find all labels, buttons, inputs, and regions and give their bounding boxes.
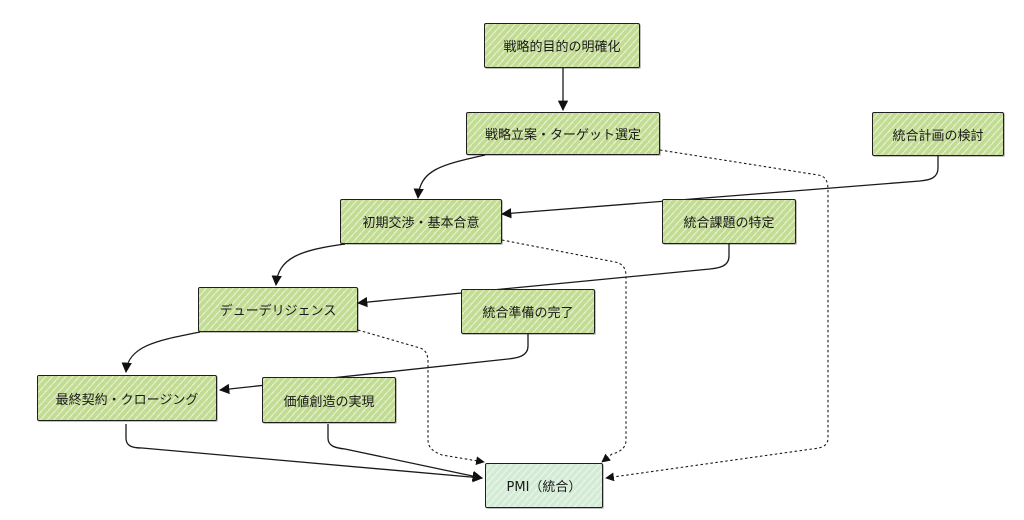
- edge-value-to-pmi: [327, 424, 484, 482]
- node-due-diligence: デューデリジェンス: [198, 287, 358, 332]
- node-due-diligence-label: デューデリジェンス: [219, 304, 337, 319]
- node-integration-prep: 統合準備の完了: [461, 289, 595, 334]
- node-initial-negotiation-label: 初期交渉・基本合意: [362, 216, 480, 231]
- node-strategic-objective-label: 戦略的目的の明確化: [503, 40, 621, 55]
- node-integration-prep-label: 統合準備の完了: [482, 306, 574, 321]
- node-value-creation: 価値創造の実現: [262, 377, 396, 423]
- node-integration-issues: 統合課題の特定: [662, 199, 796, 244]
- edge-dotted-duediligence-to-pmi: [357, 329, 485, 466]
- node-strategic-objective: 戦略的目的の明確化: [484, 23, 640, 68]
- edge-dotted-negotiation-to-pmi: [501, 239, 627, 463]
- node-initial-negotiation: 初期交渉・基本合意: [340, 199, 502, 244]
- node-integration-plan-label: 統合計画の検討: [892, 128, 984, 144]
- node-pmi: PMI（統合）: [485, 463, 603, 508]
- edge-closing-to-pmi: [125, 424, 484, 483]
- node-integration-plan: 統合計画の検討: [872, 112, 1004, 156]
- node-strategy-targeting: 戦略立案・ターゲット選定: [466, 112, 660, 155]
- edge-negotiation-to-duediligence: [271, 243, 346, 287]
- edge-integration-issues-to-duediligence: [356, 244, 730, 308]
- edge-integration-plan-to-negotiation: [500, 156, 939, 219]
- edge-duediligence-to-closing: [121, 331, 201, 374]
- node-pmi-label: PMI（統合）: [506, 480, 582, 495]
- edge-strategy-to-negotiation: [413, 154, 486, 200]
- node-strategy-targeting-label: 戦略立案・ターゲット選定: [484, 128, 641, 143]
- edge-integration-prep-to-closing: [218, 334, 529, 395]
- node-integration-issues-label: 統合課題の特定: [683, 216, 775, 231]
- node-value-creation-label: 価値創造の実現: [283, 394, 375, 410]
- node-final-closing-label: 最終契約・クロージング: [55, 392, 199, 408]
- node-final-closing: 最終契約・クロージング: [37, 375, 217, 421]
